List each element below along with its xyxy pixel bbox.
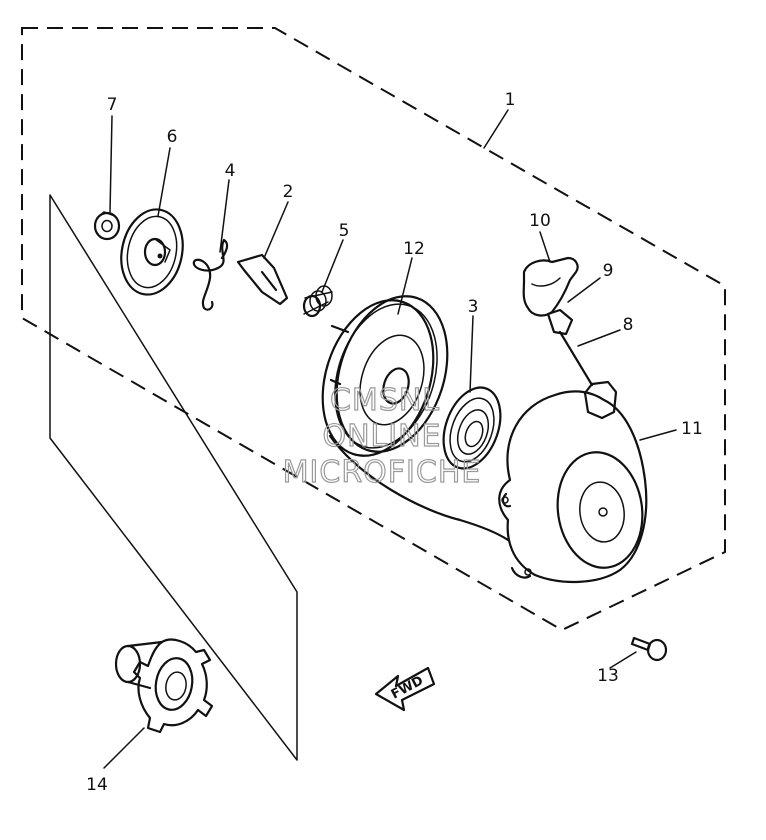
sub-assembly-boundary [49,194,298,761]
callout-10: 10 [529,211,551,231]
callout-2: 2 [283,182,294,202]
part-4-spring [192,238,229,311]
part-3-spiral-spring [442,386,502,470]
forward-direction-arrow: FWD [374,666,436,712]
callout-11: 11 [681,419,703,439]
part-6-plate [120,208,184,296]
part-14-starter-pulley [114,638,214,734]
leader-lines [103,109,677,769]
callout-12: 12 [403,239,425,259]
watermark-line-1: CMSNL [330,383,440,418]
rope-to-case [328,434,510,542]
callout-7: 7 [107,95,118,115]
part-9-grommet [546,308,574,336]
part-10-handle [522,256,579,317]
part-13-bolt [630,636,668,662]
watermark-line-2: ONLINE [322,419,441,454]
callout-4: 4 [225,161,236,181]
part-7-nut [93,211,121,241]
callout-5: 5 [339,221,350,241]
watermark: CMSNL ONLINE MICROFICHE [282,382,482,490]
part-2-pawl [236,253,289,306]
part-11-case [498,380,648,583]
callout-14: 14 [86,775,108,795]
assembly-boundary-dashed [21,27,726,632]
callout-3: 3 [468,297,479,317]
callout-1: 1 [505,90,516,110]
callout-8: 8 [623,315,634,335]
part-8-rope [558,330,594,387]
callout-13: 13 [597,666,619,686]
watermark-line-3: MICROFICHE [283,455,482,490]
callout-9: 9 [603,261,614,281]
callout-6: 6 [167,127,178,147]
part-5-coil-spring [302,285,333,318]
part-12-pulley [321,295,449,457]
